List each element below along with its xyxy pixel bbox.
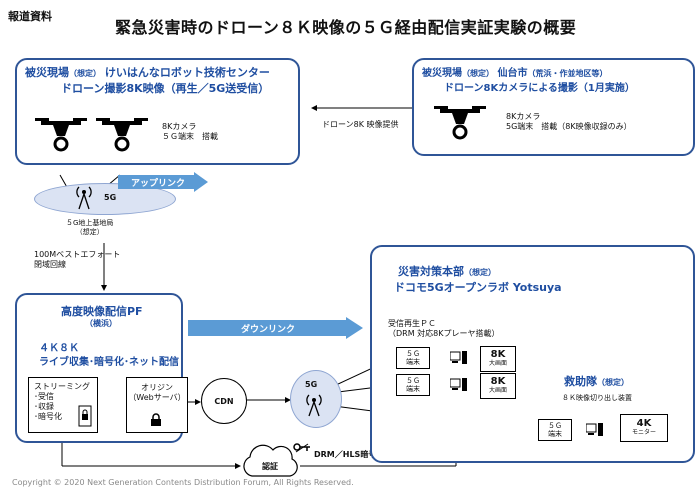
downlink-arrow (188, 317, 363, 339)
best-effort-line2: 閉域回線 (34, 260, 66, 269)
left-drone-label-line2: ５Ｇ端末 搭載 (162, 132, 218, 141)
hq-terminal-line2: 端末 (406, 385, 420, 393)
left-site-heading: 被災現場（想定） けいはんなロボット技術センター (25, 64, 270, 80)
page-title: 緊急災害時のドローン８Ｋ映像の５Ｇ経由配信実証実験の概要 (115, 18, 577, 37)
right-drone-label-line2: 5G端末 搭載（8K映像収録のみ） (506, 122, 632, 131)
right-site-area: （荒浜・作並地区等） (527, 69, 608, 78)
hq-screen: 8K 大画面 (480, 346, 516, 372)
drone-icon (96, 118, 148, 152)
streaming-item: ･受信 (34, 392, 54, 401)
hq-pc-label: 受信再生ＰＣ （DRM 対応8Kプレーヤ搭載） (388, 319, 500, 339)
server-lock-icon (78, 405, 92, 427)
hq-title-main: 災害対策本部 (398, 265, 464, 278)
drm-label: DRM／HLS暗号化 (314, 450, 385, 459)
left-site-box: 被災現場（想定） けいはんなロボット技術センター ドローン撮影8K映像（再生／5… (15, 58, 300, 165)
cdn-label: CDN (214, 396, 234, 406)
right-site-name: 仙台市 (497, 68, 528, 79)
hq-terminal: ５Ｇ 端末 (396, 374, 430, 396)
drone-icon (434, 106, 486, 140)
hq-terminal-line1: ５Ｇ (406, 350, 420, 358)
rescue-monitor: 4K モニター (620, 414, 668, 442)
drone-provide-label: ドローン8K 映像提供 (322, 120, 399, 129)
rescue-terminal-line2: 端末 (548, 430, 562, 438)
pf-title: 高度映像配信PF (61, 305, 143, 318)
base-station-name-line2: （想定） (75, 228, 104, 236)
g5-label: 5G (305, 380, 318, 389)
hq-screen-line1: 8K (490, 376, 506, 387)
base-station-name: ５G地上基地局 （想定） (66, 219, 113, 237)
hq-terminal-line2: 端末 (406, 358, 420, 366)
best-effort-label: 100Mベストエフォート 閉域回線 (34, 250, 120, 270)
auth-label: 認証 (262, 462, 278, 471)
copyright: Copyright © 2020 Next Generation Content… (12, 478, 354, 487)
hq-screen-line1: 8K (490, 349, 506, 360)
rescue-title-note: （想定） (597, 378, 629, 387)
antenna-icon (76, 186, 92, 210)
right-drone-label: 8Kカメラ 5G端末 搭載（8K映像収録のみ） (506, 112, 632, 132)
key-icon (293, 443, 310, 451)
drone-icon (35, 118, 87, 152)
origin-line1: オリジン (141, 383, 173, 392)
pf-k-desc: ライブ収集･暗号化･ネット配信 (39, 357, 179, 368)
rescue-title-main: 救助隊 (564, 375, 597, 388)
right-drone-label-line1: 8Kカメラ (506, 112, 541, 121)
hq-subtitle: ドコモ5Gオープンラボ Yotsuya (394, 281, 562, 294)
hq-terminal-line1: ５Ｇ (406, 377, 420, 385)
pc-icon (450, 351, 467, 364)
g5-node (290, 370, 342, 428)
rescue-terminal-line1: ５Ｇ (548, 422, 562, 430)
hq-screen-line2: 大画面 (488, 387, 507, 394)
base-station-5g-label: 5G (104, 193, 117, 202)
hq-title: 災害対策本部（想定） (398, 263, 496, 279)
right-site-desc: ドローン8Kカメラによる撮影（1月実施） (444, 83, 635, 94)
pf-subtitle: （横浜） (85, 319, 117, 328)
rescue-title: 救助隊（想定） (564, 373, 629, 389)
right-site-heading: 被災現場（想定） 仙台市（荒浜・作並地区等） (422, 64, 607, 79)
cdn-node: CDN (201, 378, 247, 424)
antenna-icon (306, 394, 322, 417)
left-site-desc: ドローン撮影8K映像（再生／5G送受信） (61, 82, 270, 95)
left-site-note: （想定） (69, 69, 101, 78)
base-station-name-line1: ５G地上基地局 (66, 219, 114, 227)
pc-icon (586, 423, 603, 436)
pc-icon (450, 378, 467, 391)
hq-screen: 8K 大画面 (480, 373, 516, 399)
left-drone-label: 8Kカメラ ５Ｇ端末 搭載 (162, 122, 218, 142)
hq-pc-line2: （DRM 対応8Kプレーヤ搭載） (388, 329, 500, 338)
rescue-monitor-line1: 4K (636, 418, 652, 429)
streaming-item: ･収録 (34, 402, 54, 411)
uplink-label: アップリンク (130, 178, 185, 189)
streaming-title: ストリーミング (34, 382, 90, 391)
right-site-note: （想定） (462, 69, 494, 78)
rescue-monitor-line2: モニター (631, 429, 656, 436)
right-site-prefix: 被災現場 (422, 68, 462, 79)
hq-pc-line1: 受信再生ＰＣ (388, 319, 436, 328)
rescue-terminal: ５Ｇ 端末 (538, 419, 572, 441)
pf-k-line: ４Ｋ８Ｋ (39, 343, 79, 354)
uplink-arrow (118, 172, 208, 192)
best-effort-line1: 100Mベストエフォート (34, 250, 121, 259)
left-drone-label-line1: 8Kカメラ (162, 122, 197, 131)
origin-line2: （Webサーバ） (128, 393, 186, 402)
right-site-box: 被災現場（想定） 仙台市（荒浜・作並地区等） ドローン8Kカメラによる撮影（1月… (412, 58, 695, 156)
lock-icon (151, 413, 161, 426)
hq-terminal: ５Ｇ 端末 (396, 347, 430, 369)
cloud-icon (243, 444, 298, 477)
hq-screen-line2: 大画面 (488, 360, 507, 367)
rescue-desc: ８Ｋ映像切り出し装置 (562, 394, 632, 402)
left-site-name: けいはんなロボット技術センター (104, 66, 270, 79)
press-label: 報道資料 (8, 10, 52, 23)
downlink-label: ダウンリンク (240, 324, 295, 335)
hq-title-note: （想定） (464, 268, 496, 277)
streaming-item: ･暗号化 (34, 412, 62, 421)
left-site-prefix: 被災現場 (25, 66, 69, 79)
